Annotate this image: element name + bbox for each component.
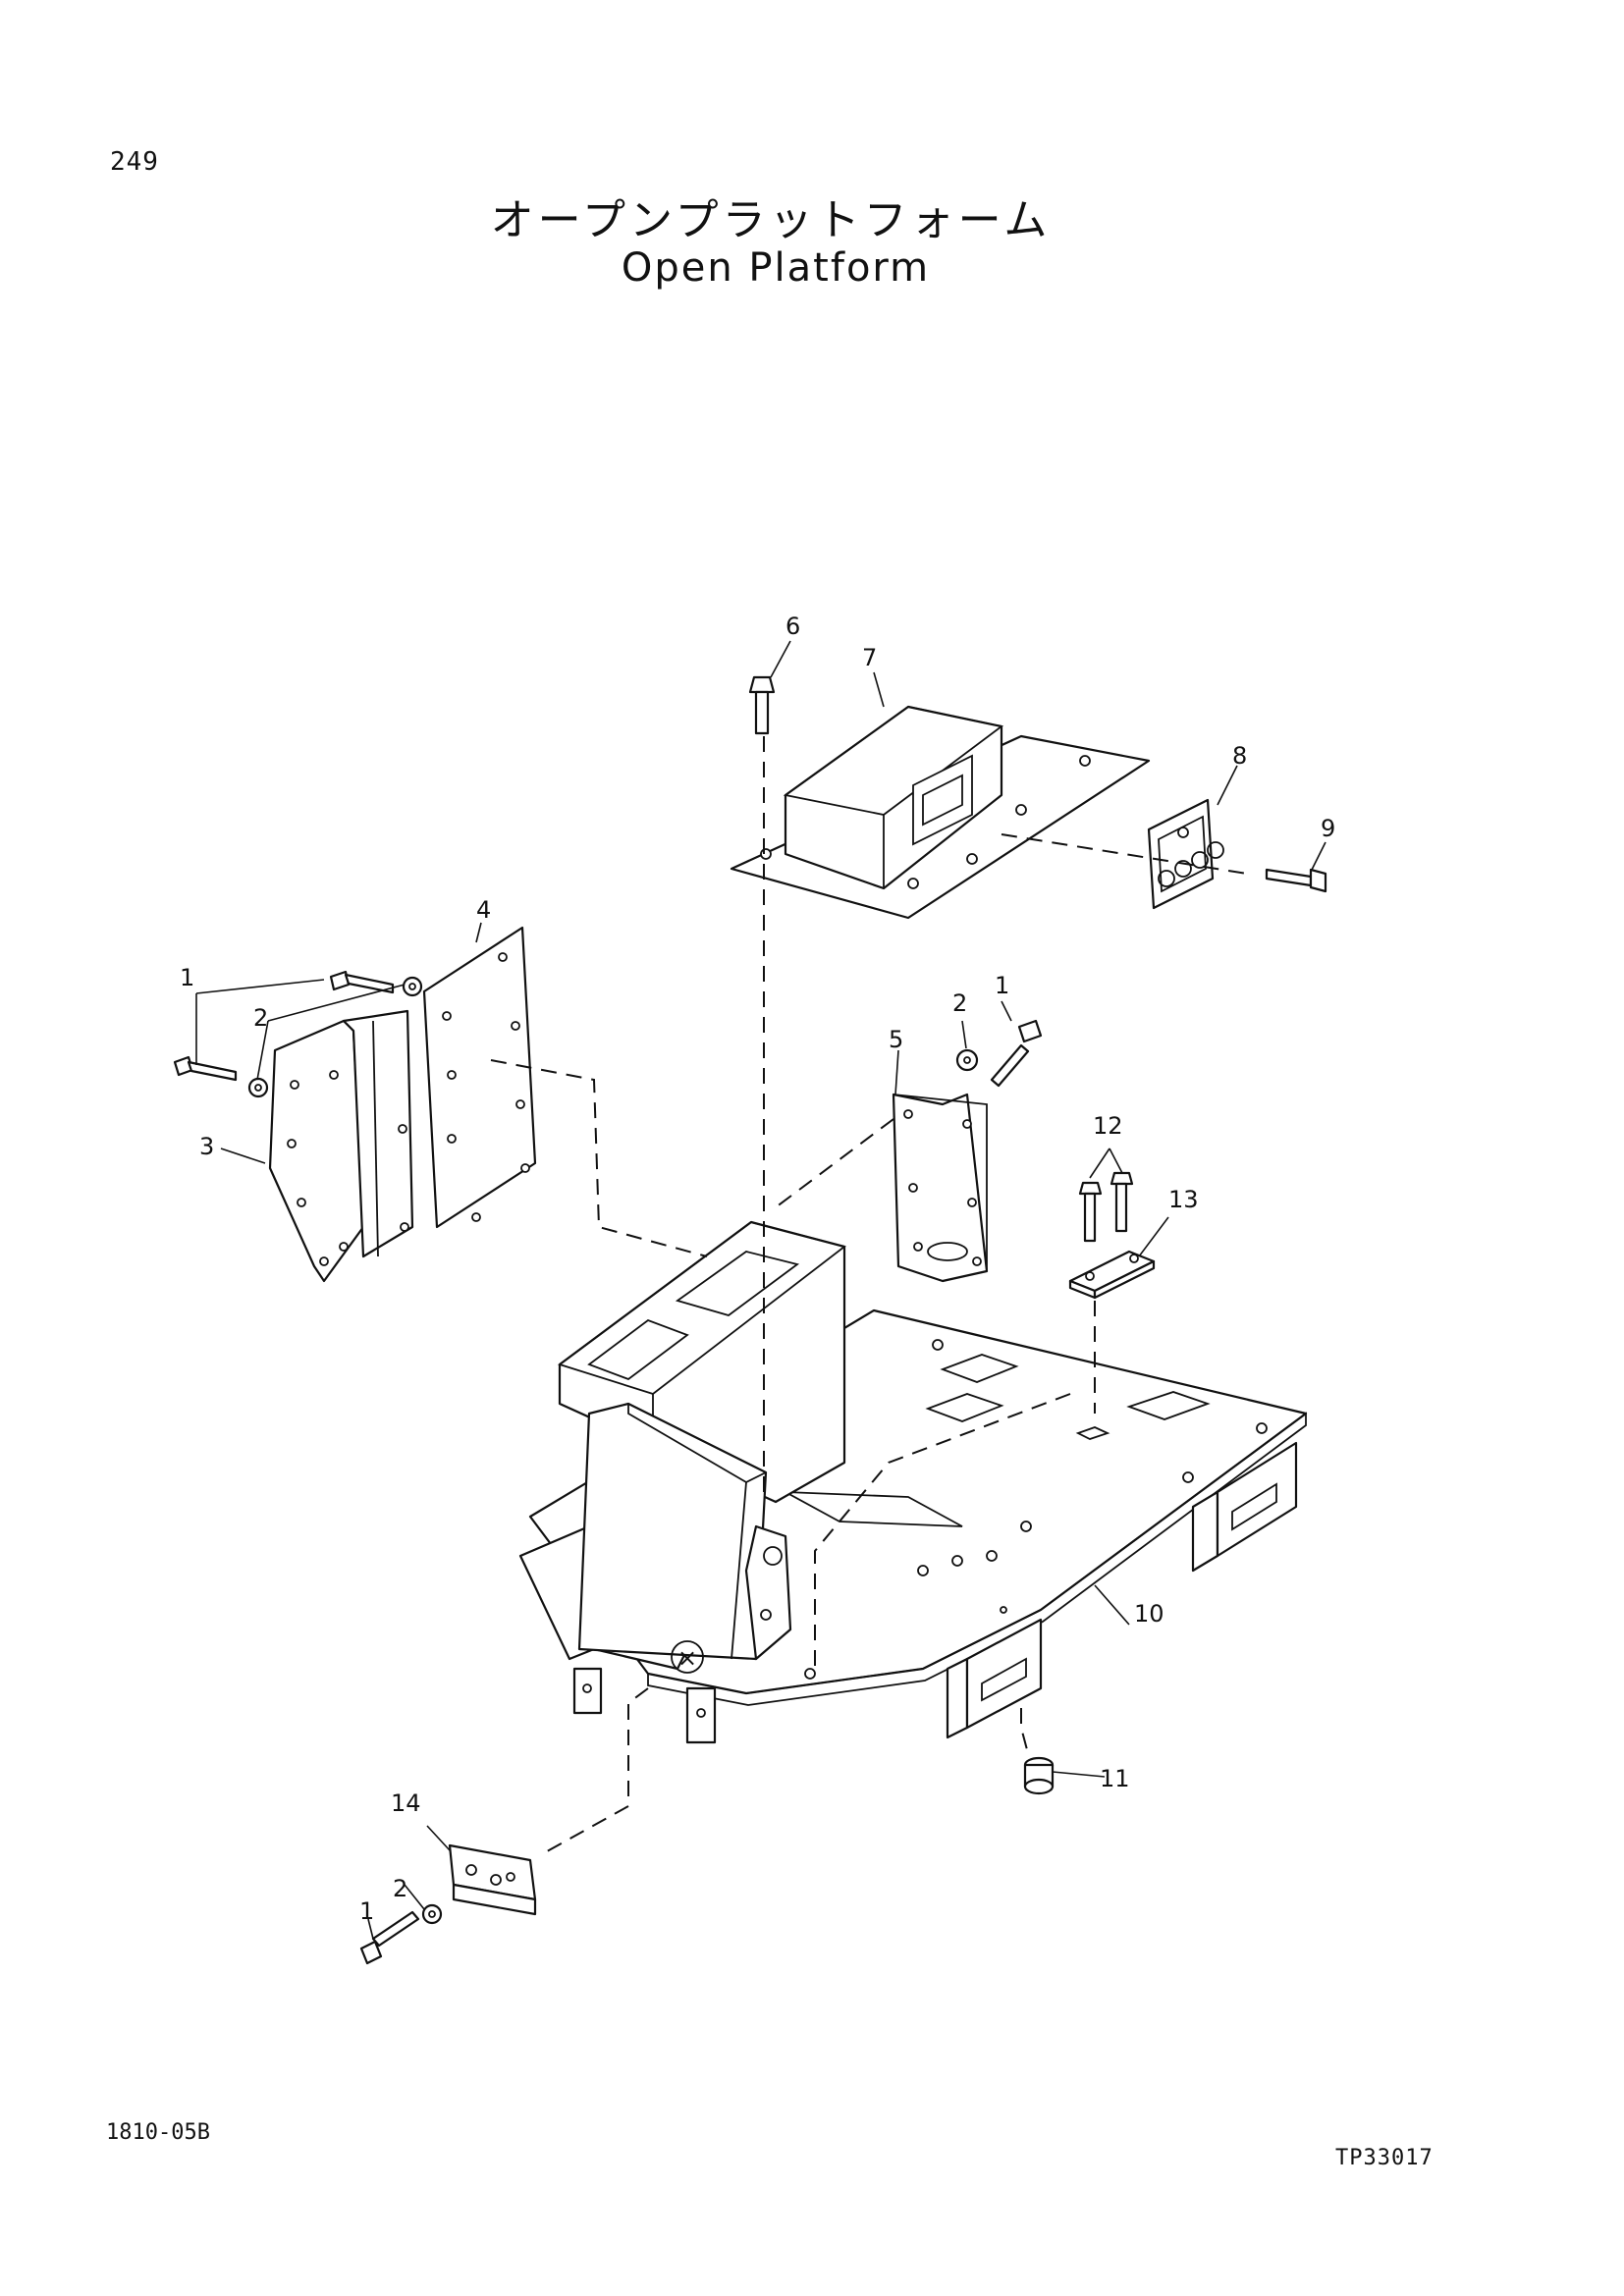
svg-text:×: ×	[677, 1644, 697, 1672]
bolts-left-panels	[173, 970, 423, 1098]
small-plate-part-5	[892, 1093, 989, 1283]
bracket-part-14	[359, 1843, 537, 1965]
callout-14: 14	[391, 1789, 421, 1817]
page-title-english: Open Platform	[621, 245, 931, 291]
callout-labels: 1 2 3 4 5 2 1 6 7 8 9 10 11 12 13 14 2 1	[180, 613, 1335, 1925]
plug-part-11	[1023, 1756, 1055, 1795]
callout-1-bottom: 1	[359, 1897, 374, 1925]
callout-6: 6	[785, 613, 800, 640]
bolts-part-12	[1078, 1171, 1134, 1243]
callout-2-top-left: 2	[253, 1004, 268, 1032]
callout-10: 10	[1134, 1600, 1164, 1628]
leader-lines	[195, 640, 1326, 1940]
left-panel-part-4	[422, 926, 537, 1229]
assembly-lines	[490, 736, 1248, 1856]
callout-2-mid: 2	[952, 989, 967, 1017]
callout-5: 5	[889, 1026, 903, 1053]
callout-12: 12	[1093, 1112, 1123, 1140]
callout-4: 4	[476, 896, 491, 924]
bracket-part-13	[1068, 1250, 1156, 1300]
bolts-part-5	[955, 1019, 1043, 1088]
left-bracket-part-3	[268, 1009, 414, 1283]
hinge-part-8	[1147, 798, 1224, 910]
bolt-part-9	[1265, 868, 1327, 893]
bolt-part-6	[748, 675, 776, 735]
callout-13: 13	[1168, 1186, 1199, 1213]
callout-7: 7	[862, 644, 877, 671]
upper-box-plate	[730, 705, 1151, 920]
callout-11: 11	[1100, 1765, 1130, 1792]
page-title-japanese: オープンプラットフォーム	[490, 195, 1052, 245]
drawing-code-right: TP33017	[1335, 2146, 1434, 2170]
callout-8: 8	[1232, 742, 1247, 770]
callout-1-mid: 1	[995, 972, 1009, 999]
callout-3: 3	[199, 1133, 214, 1160]
platform-frame: ×	[518, 1220, 1308, 1744]
drawing-code-left: 1810-05B	[106, 2120, 210, 2145]
callout-1-top-left: 1	[180, 964, 194, 991]
callout-2-bottom: 2	[393, 1875, 407, 1902]
callout-9: 9	[1321, 815, 1335, 842]
page-number: 249	[110, 147, 159, 177]
